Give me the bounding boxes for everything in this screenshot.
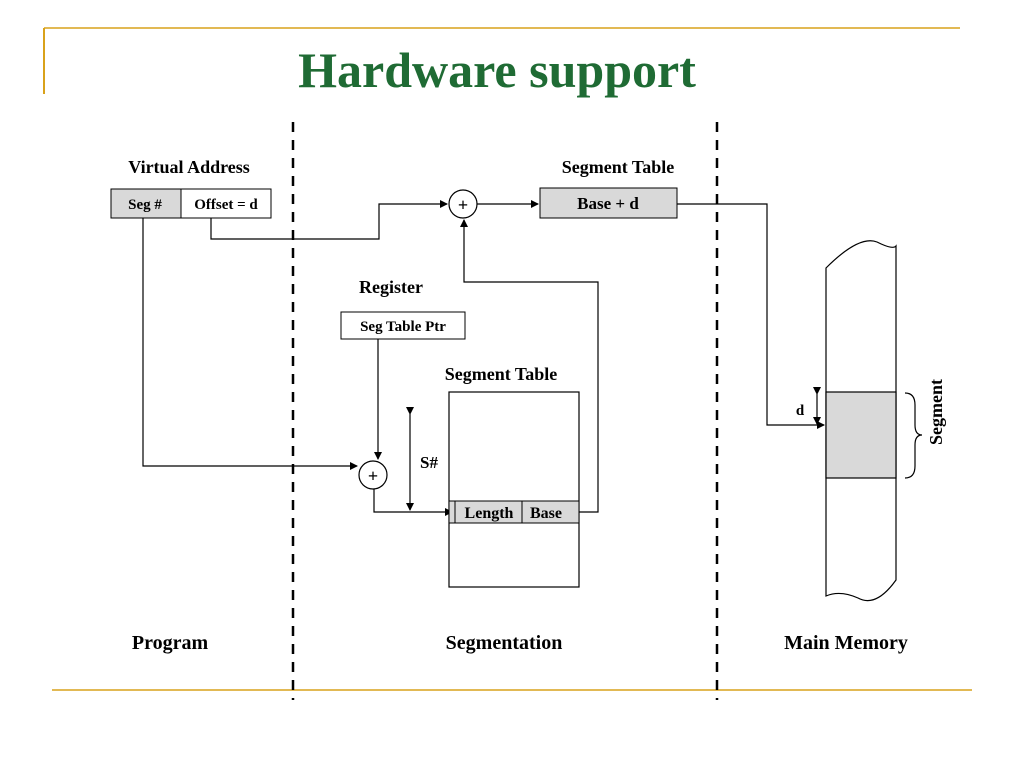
adder-bottom	[358, 460, 388, 490]
s-num-text: S#	[420, 453, 438, 472]
d-text: d	[796, 403, 805, 419]
length-text: Length	[465, 505, 514, 522]
segment-block	[825, 391, 897, 479]
base-text: Base	[530, 505, 562, 522]
seg-num-text: Seg #	[128, 197, 162, 213]
adder-top-plus: +	[458, 195, 468, 215]
register-label: Register	[359, 277, 423, 297]
base-to-adder-line	[460, 219, 599, 513]
offset-box	[180, 188, 272, 219]
slide-title: Hardware support	[298, 42, 696, 98]
seg-table-ptr-text: Seg Table Ptr	[360, 319, 446, 335]
adder-bottom-plus: +	[368, 466, 378, 486]
segment-table-mid-label: Segment Table	[445, 364, 558, 384]
segment-text: Segment	[926, 379, 946, 445]
base-d-to-memory-line	[677, 203, 825, 429]
segment-table-top-label: Segment Table	[562, 157, 675, 177]
adder-to-entry-line	[373, 489, 453, 516]
seg-table-ptr-box	[340, 311, 466, 340]
seg-num-to-adder-line	[142, 218, 358, 470]
main-memory-label: Main Memory	[784, 632, 908, 654]
offset-to-adder-line	[210, 200, 448, 240]
segmentation-label: Segmentation	[446, 632, 563, 654]
base-plus-d-box	[539, 187, 678, 219]
virtual-address-label: Virtual Address	[128, 157, 250, 177]
segment-table-mid-box	[448, 391, 580, 588]
seg-num-box	[110, 188, 182, 219]
program-label: Program	[132, 632, 209, 654]
offset-text: Offset = d	[194, 197, 258, 213]
base-plus-d-text: Base + d	[577, 194, 639, 213]
segment-brace	[904, 392, 923, 479]
